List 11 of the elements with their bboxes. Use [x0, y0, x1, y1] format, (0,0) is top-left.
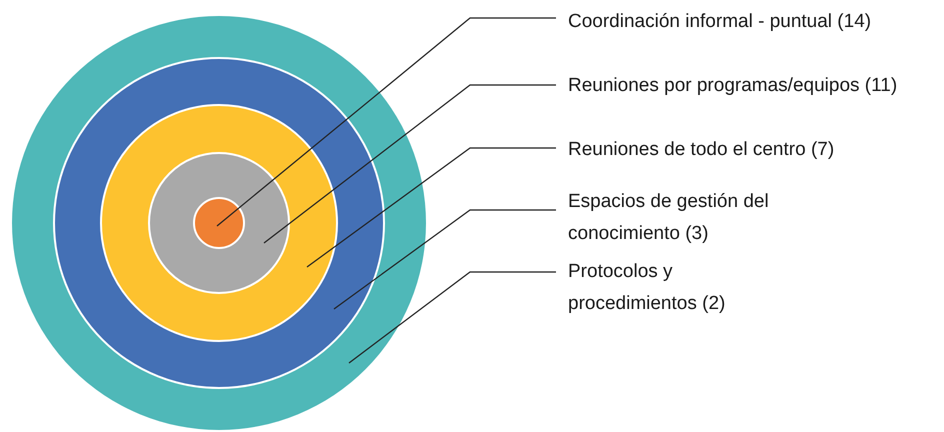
leader-line	[334, 209, 556, 310]
ring-label: Reuniones por programas/equipos (11)	[568, 74, 898, 98]
leader-line	[216, 17, 556, 226]
leader-line	[264, 84, 556, 244]
ring	[193, 197, 245, 249]
ring-label: Coordinación informal - puntual (14)	[568, 10, 872, 34]
ring-label: Espacios de gestión del conocimiento (3)	[568, 190, 770, 246]
ring-label: Reuniones de todo el centro (7)	[568, 138, 836, 162]
leader-line	[306, 147, 556, 268]
leader-line	[348, 271, 556, 364]
ring-label: Protocolos y procedimientos (2)	[568, 260, 726, 316]
